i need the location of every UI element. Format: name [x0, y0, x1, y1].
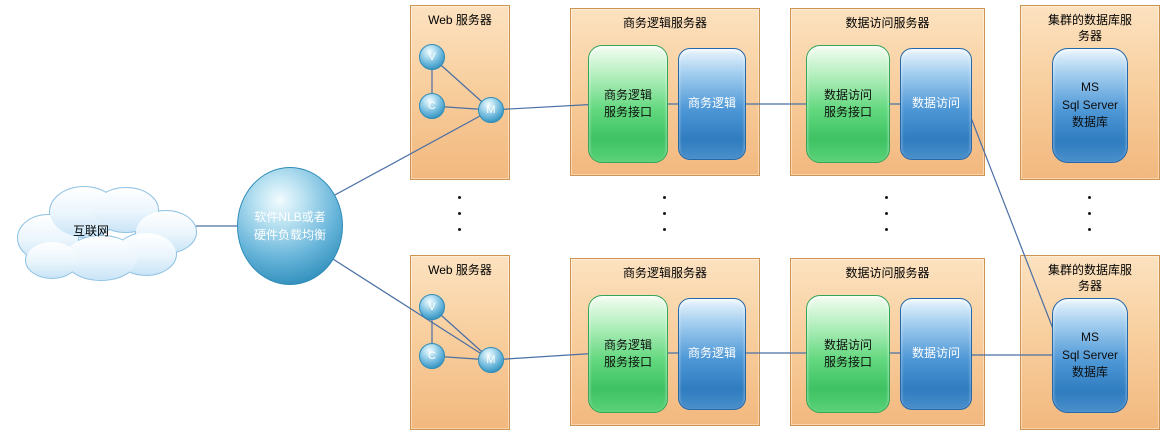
ellipsis-dots-business [663, 196, 666, 231]
business-interface-shape: 商务逻辑 服务接口 [588, 45, 668, 163]
business-server-title: 商务逻辑服务器 [622, 266, 707, 280]
node-v-circle: V [419, 294, 445, 320]
ellipsis-dots-data [885, 196, 888, 231]
cloud-icon [17, 186, 197, 281]
dot [885, 212, 888, 215]
web-server-title: Web 服务器 [428, 13, 492, 27]
internet-cloud: 互联网 [6, 172, 204, 286]
business-server-title: 商务逻辑服务器 [622, 16, 707, 30]
node-c-circle: C [419, 343, 445, 369]
dot [1088, 196, 1091, 199]
dot [663, 212, 666, 215]
ellipsis-dots-db [1088, 196, 1091, 231]
db-cluster-title: 集群的数据库服 务器 [1047, 263, 1132, 293]
db-cluster-title: 集群的数据库服 务器 [1047, 13, 1132, 43]
data-access-shape: 数据访问 [900, 48, 972, 160]
business-logic-shape: 商务逻辑 [678, 298, 746, 410]
dot [458, 228, 461, 231]
web-server-box-top: Web 服务器 [410, 5, 510, 180]
data-access-shape: 数据访问 [900, 298, 972, 410]
node-v-circle: V [419, 44, 445, 70]
dot [1088, 228, 1091, 231]
dot [885, 228, 888, 231]
node-m-circle: M [478, 97, 504, 123]
dot [885, 196, 888, 199]
sql-server-database-shape: MS Sql Server 数据库 [1052, 298, 1128, 413]
web-server-title: Web 服务器 [428, 263, 492, 277]
business-logic-shape: 商务逻辑 [678, 48, 746, 160]
sql-server-database-shape: MS Sql Server 数据库 [1052, 48, 1128, 163]
dot [1088, 212, 1091, 215]
data-access-server-title: 数据访问服务器 [845, 16, 930, 30]
data-interface-shape: 数据访问 服务接口 [806, 45, 890, 163]
web-server-box-bottom: Web 服务器 [410, 255, 510, 430]
dot [663, 228, 666, 231]
dot [663, 196, 666, 199]
node-c-circle: C [419, 93, 445, 119]
ellipsis-dots-web [458, 196, 461, 231]
data-interface-shape: 数据访问 服务接口 [806, 295, 890, 413]
dot [458, 196, 461, 199]
data-access-server-title: 数据访问服务器 [845, 266, 930, 280]
internet-label: 互联网 [72, 224, 109, 238]
load-balancer: 软件NLB或者 硬件负载均衡 [237, 167, 343, 285]
node-m-circle: M [478, 347, 504, 373]
business-interface-shape: 商务逻辑 服务接口 [588, 295, 668, 413]
dot [458, 212, 461, 215]
load-balancer-label: 软件NLB或者 硬件负载均衡 [253, 210, 326, 242]
